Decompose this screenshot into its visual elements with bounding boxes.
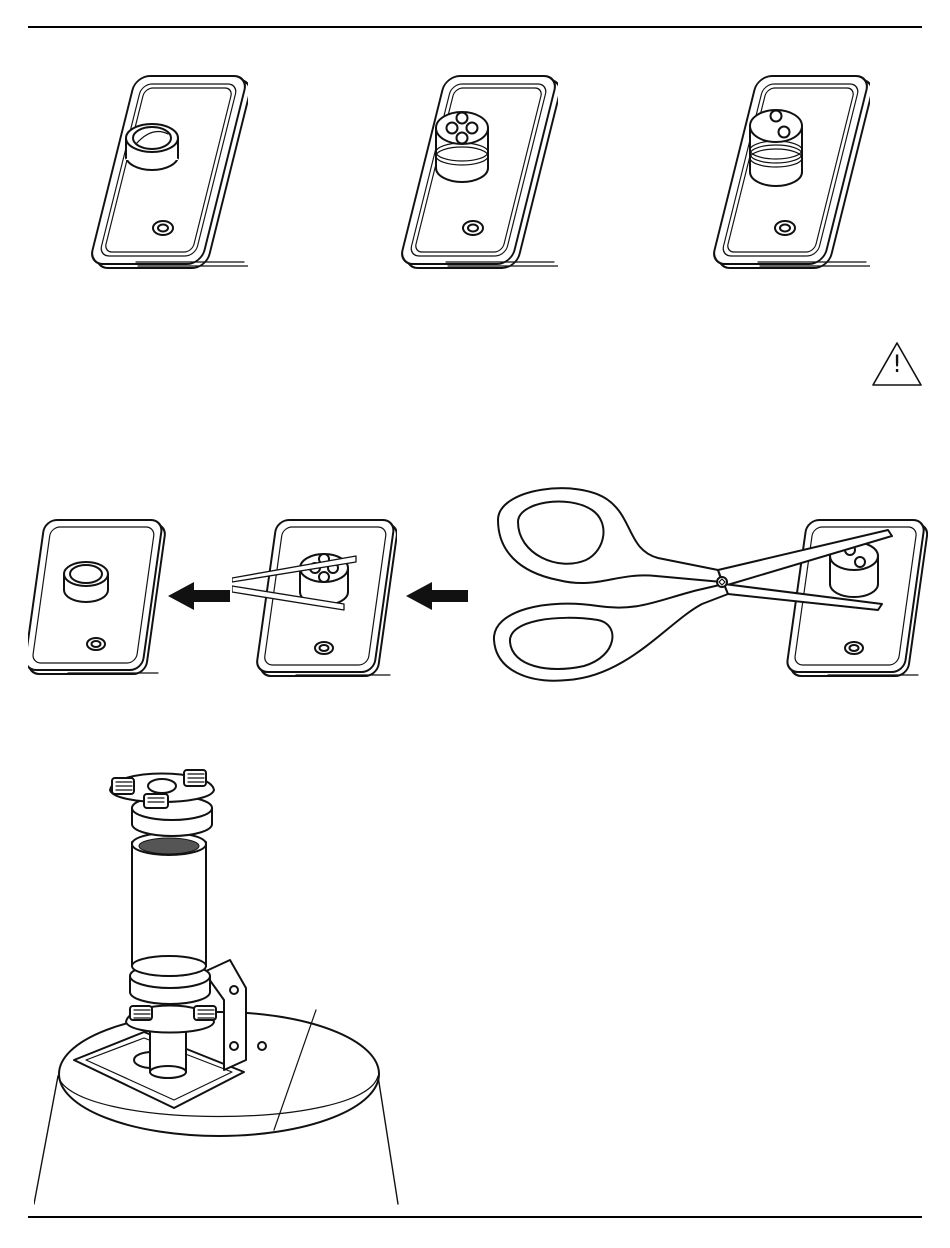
grommet-plate-opened xyxy=(28,518,168,678)
speaker-conduit-mount-assembly xyxy=(34,760,414,1208)
grommet-plate-four-hole xyxy=(388,72,558,272)
grommet-plate-single-hole xyxy=(78,72,248,272)
warning-triangle-icon: ! xyxy=(870,340,924,388)
arrow-left-icon xyxy=(168,582,232,610)
bottom-rule xyxy=(28,1216,922,1218)
arrow-left-icon-2 xyxy=(406,582,470,610)
scissors-cutting-grommet xyxy=(488,480,928,700)
grommet-plate-two-hole xyxy=(700,72,870,272)
grommet-plate-being-cut xyxy=(232,518,397,683)
warning-symbol: ! xyxy=(870,350,924,378)
top-rule xyxy=(28,26,922,28)
